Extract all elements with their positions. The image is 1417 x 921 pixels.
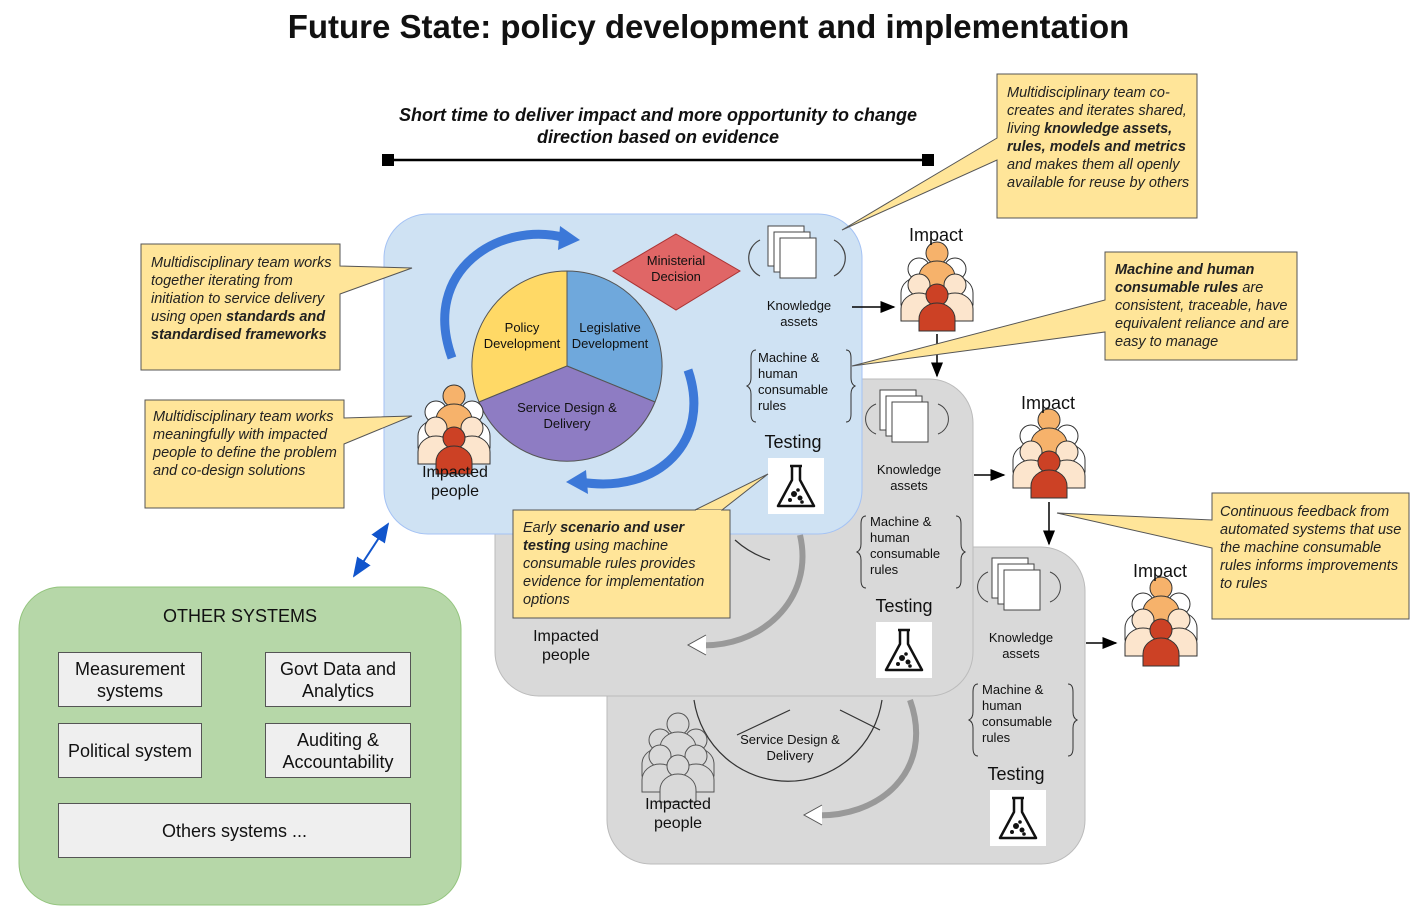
callout-feedback: Continuous feedback from automated syste…: [1220, 504, 1402, 592]
callout-standards-shape: [140, 243, 413, 371]
callout-knowledge-shape: [841, 73, 1198, 231]
layer3-cycle-arrow: [809, 698, 919, 819]
timeline-caption: Short time to deliver impact and more op…: [398, 105, 918, 147]
system-political: Political system: [58, 723, 202, 778]
system-govt-data: Govt Data and Analytics: [265, 652, 411, 707]
callout-rules: Machine and human consumable rules are c…: [1115, 262, 1290, 350]
ministerial-diamond: [612, 233, 741, 311]
flow-arrows: [852, 301, 1118, 649]
sector-service-label: Service Design & Delivery: [517, 400, 617, 431]
layer2-cycle: [734, 539, 771, 561]
knowledge-assets-label: Knowledge assets: [766, 298, 832, 329]
cycle-pie: [471, 270, 663, 462]
layer3-testing-label: Testing: [987, 764, 1045, 784]
layer3-flask-icon: [988, 788, 1048, 848]
cycle-arrow-top: [440, 229, 568, 360]
layer3-documents-icon: [991, 557, 1041, 611]
layer2-flask-icon: [874, 620, 934, 680]
impact2-people-icon: [1012, 408, 1086, 499]
callout-codesign: Multidisciplinary team works meaningfull…: [153, 409, 337, 479]
layer3-knowledge-assets-label: Knowledge assets: [988, 630, 1054, 661]
impact1-people-icon: [900, 241, 974, 332]
timeline-bar: [382, 154, 934, 166]
cycle-arrow-bottom: [579, 368, 699, 489]
impact2-label: Impact: [1020, 393, 1076, 413]
documents-icon: [767, 225, 817, 279]
testing-label: Testing: [764, 432, 822, 452]
callout-testing: Early scenario and user testing using ma…: [523, 520, 705, 608]
ministerial-decision-label: Ministerial Decision: [646, 253, 706, 284]
layer3-service-label: Service Design & Delivery: [740, 732, 840, 763]
layer3-rules-label: Machine & human consumable rules: [982, 682, 1053, 745]
sector-policy-label: Policy Development: [483, 320, 561, 351]
impact3-people-icon: [1124, 576, 1198, 667]
impacted-people-label: Impacted people: [422, 464, 488, 500]
callout-rules-shape: [851, 251, 1298, 367]
pie-legislative: [566, 270, 663, 403]
pie-service: [478, 365, 656, 462]
layer2-cycle-arrow: [694, 534, 806, 649]
callout-shapes: [140, 73, 1410, 620]
layer3-rules-brace: [967, 683, 1079, 757]
layer3-cycle: [693, 699, 883, 782]
layer2-impacted-people-label: Impacted people: [533, 628, 599, 664]
impact1-label: Impact: [908, 225, 964, 245]
callout-feedback-shape: [1056, 492, 1410, 620]
rules-label: Machine & human consumable rules: [758, 350, 829, 413]
system-measurement: Measurement systems: [58, 652, 202, 707]
callout-knowledge: Multidisciplinary team co-creates and it…: [1007, 85, 1190, 191]
layer2-testing-label: Testing: [875, 596, 933, 616]
other-systems-title: OTHER SYSTEMS: [162, 606, 318, 626]
callout-standards: Multidisciplinary team works together it…: [151, 255, 332, 343]
pie-policy: [471, 270, 568, 403]
flask-icon: [766, 456, 826, 516]
layer2-documents-icon: [879, 389, 929, 443]
layer2-rules-brace: [855, 515, 967, 589]
layer2-knowledge-assets-label: Knowledge assets: [876, 462, 942, 493]
page-title: Future State: policy development and imp…: [287, 8, 1130, 45]
layer2-rules-label: Machine & human consumable rules: [870, 514, 941, 577]
rules-brace: [745, 349, 857, 423]
sector-legislative-label: Legislative Development: [571, 320, 649, 351]
double-arrow-icon: [352, 522, 390, 578]
system-others: Others systems ...: [58, 803, 411, 858]
callout-codesign-shape: [144, 399, 413, 509]
layer3-impacted-people-label: Impacted people: [645, 796, 711, 832]
system-auditing: Auditing & Accountability: [265, 723, 411, 778]
impact3-label: Impact: [1132, 561, 1188, 581]
